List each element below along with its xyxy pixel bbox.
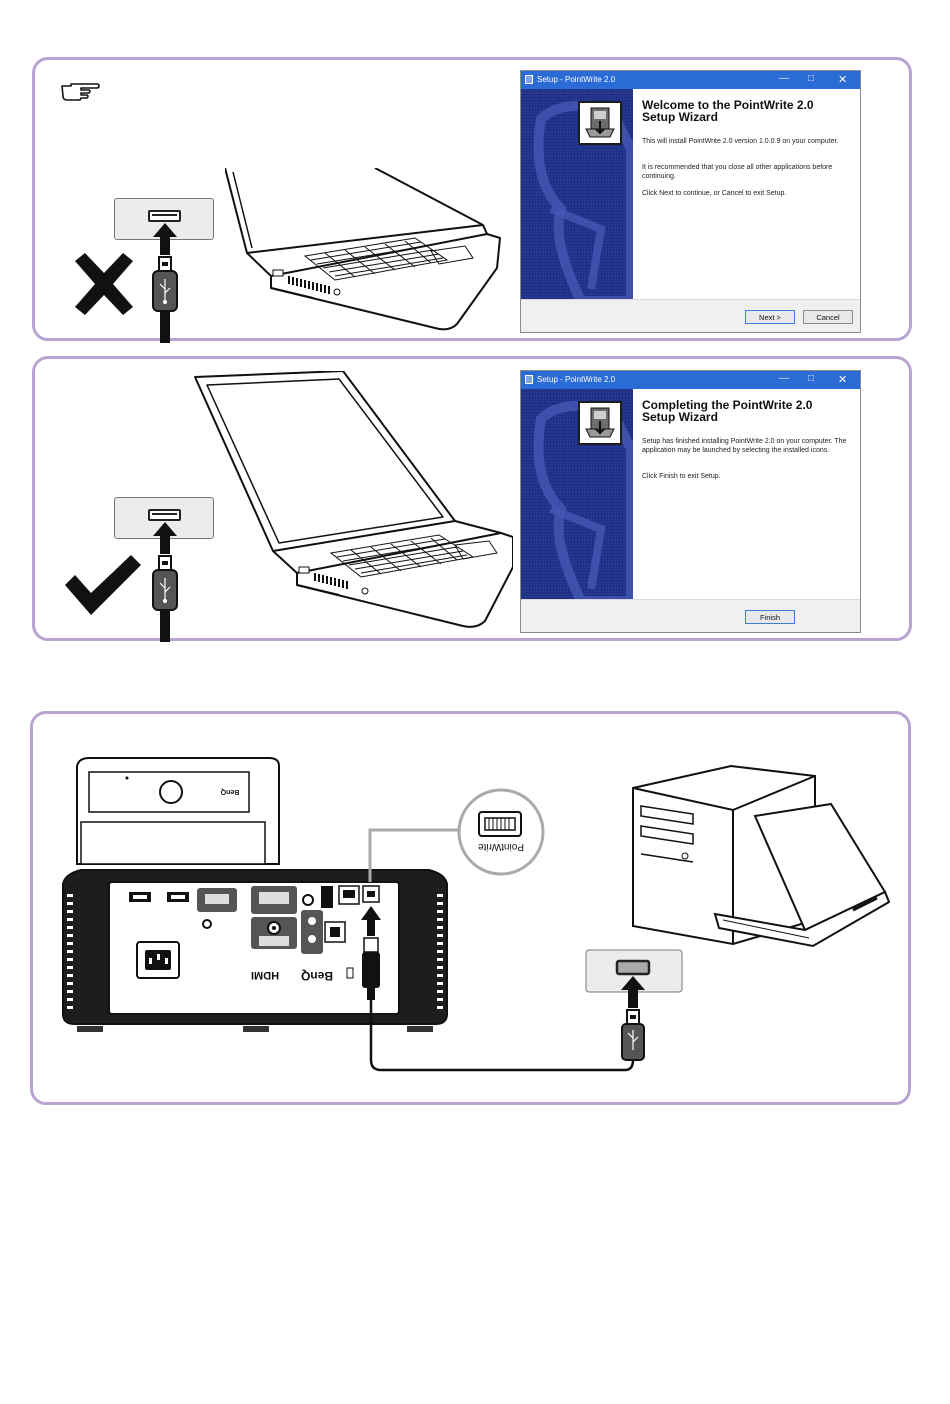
pointwrite-label: PointWrite — [478, 841, 524, 852]
installer-icon — [525, 75, 533, 84]
titlebar: Setup - PointWrite 2.0 — □ ✕ — [521, 371, 860, 389]
usb-plug-inserting — [152, 522, 178, 642]
wizard-text-1: This will install PointWrite 2.0 version… — [642, 138, 839, 145]
wizard-heading: Completing the PointWrite 2.0 Setup Wiza… — [642, 398, 813, 424]
note-hand-icon — [61, 83, 100, 101]
usb-plug-inserting — [152, 223, 178, 343]
wizard-text-2: It is recommended that you close all oth… — [642, 164, 833, 180]
usb-slot — [148, 509, 181, 521]
titlebar: Setup - PointWrite 2.0 — □ ✕ — [521, 71, 860, 89]
setup-wizard-complete: Setup - PointWrite 2.0 — □ ✕ C — [520, 370, 861, 633]
usb-plug-projector — [361, 906, 381, 1000]
finish-button[interactable]: Finish — [745, 610, 795, 624]
usb-symbol-icon — [159, 279, 171, 305]
wizard-banner — [521, 89, 633, 300]
setup-wizard-welcome: Setup - PointWrite 2.0 — □ ✕ W — [520, 70, 861, 333]
wizard-footer: Next > Cancel — [521, 299, 860, 332]
installer-icon — [578, 401, 622, 445]
window-title: Setup - PointWrite 2.0 — [537, 375, 616, 384]
projector-brand-top: BenQ — [220, 788, 239, 795]
cancel-button[interactable]: Cancel — [803, 310, 853, 324]
laptop-illustration — [225, 168, 501, 331]
usb-symbol-icon — [627, 1030, 639, 1050]
usb-port-box — [114, 497, 214, 539]
installer-icon — [525, 375, 533, 384]
minimize-button[interactable]: — — [779, 73, 789, 84]
usb-symbol-icon — [159, 578, 171, 604]
wizard-footer: Finish — [521, 599, 860, 632]
laptop-illustration — [194, 371, 513, 628]
usb-cable — [369, 1000, 635, 1072]
panel-correct-connection: Setup - PointWrite 2.0 — □ ✕ C — [32, 356, 912, 642]
maximize-button[interactable]: □ — [808, 373, 815, 384]
projector: BenQ — [62, 757, 448, 1032]
window-title: Setup - PointWrite 2.0 — [537, 75, 616, 84]
hdmi-logo: HDMI — [251, 969, 279, 981]
wizard-text-2: Click Finish to exit Setup. — [642, 473, 721, 480]
wizard-body: Welcome to the PointWrite 2.0 Setup Wiza… — [633, 89, 860, 300]
wizard-text-3: Click Next to continue, or Cancel to exi… — [642, 190, 787, 197]
wizard-body: Completing the PointWrite 2.0 Setup Wiza… — [633, 389, 860, 600]
computer-illustration — [632, 764, 891, 948]
close-button[interactable]: ✕ — [838, 74, 848, 86]
installer-icon — [578, 101, 622, 145]
usb-slot — [148, 210, 181, 222]
check-mark-icon — [65, 555, 141, 615]
next-button[interactable]: Next > — [745, 310, 795, 324]
pointwrite-port-callout: PointWrite — [368, 788, 545, 882]
wizard-text-1: Setup has finished installing PointWrite… — [642, 438, 847, 454]
usb-port-box-pc — [585, 949, 683, 1061]
projector-pc-diagram: BenQ — [62, 757, 891, 1072]
panel-projector-connection: BenQ — [30, 711, 911, 1105]
wizard-banner — [521, 389, 633, 600]
projector-brand: BenQ — [301, 969, 333, 983]
panel-wrong-connection: Setup - PointWrite 2.0 — □ ✕ W — [32, 57, 912, 343]
minimize-button[interactable]: — — [779, 373, 789, 384]
cross-mark-icon — [75, 253, 133, 315]
wizard-heading: Welcome to the PointWrite 2.0 Setup Wiza… — [642, 98, 814, 124]
close-button[interactable]: ✕ — [838, 374, 848, 386]
maximize-button[interactable]: □ — [808, 73, 815, 84]
